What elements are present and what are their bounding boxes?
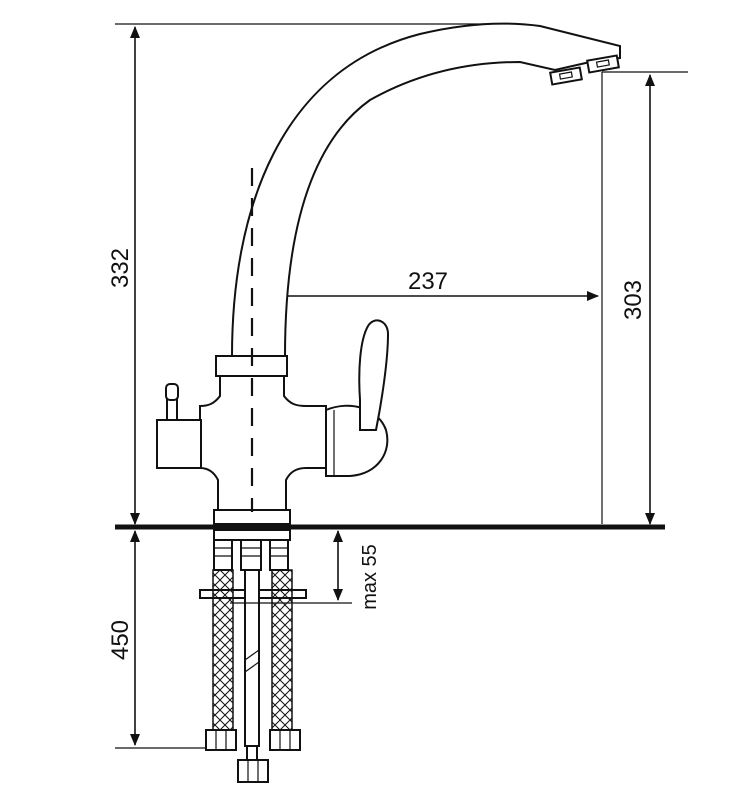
aerator-left: [549, 66, 583, 86]
total-height-label: 332: [107, 248, 134, 288]
dimension-max-thickness: max 55: [230, 530, 381, 610]
dimension-spout-reach: 237: [251, 268, 599, 301]
spout-reach-label: 237: [408, 268, 448, 295]
base-flange: [213, 509, 291, 525]
spout-height-label: 303: [620, 280, 647, 320]
hose-length-label: 450: [107, 620, 134, 660]
faucet-spout: [230, 22, 621, 357]
aerator-right: [586, 54, 620, 74]
dimension-spout-height: 303: [601, 71, 688, 525]
dimension-total-height: 332: [107, 23, 505, 525]
hose-left-fitting: [205, 729, 237, 751]
filter-valve-lever: [165, 383, 179, 401]
supply-hoses: [205, 569, 301, 783]
center-fitting: [237, 759, 269, 783]
max-thickness-label: max 55: [359, 544, 381, 610]
mixer-lever-handle: [358, 319, 390, 431]
hose-left: [212, 569, 234, 731]
faucet-body: [156, 319, 390, 511]
hose-right-fitting: [269, 729, 301, 751]
filter-valve-knob: [156, 419, 202, 469]
dimension-hose-length: 450: [107, 530, 206, 749]
hose-right: [271, 569, 293, 731]
